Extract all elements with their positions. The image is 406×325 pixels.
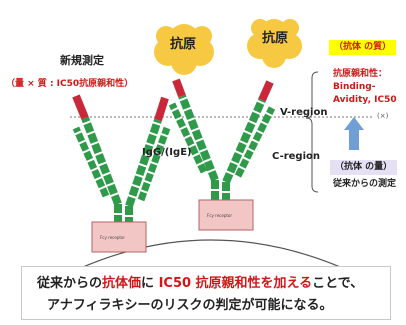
affinity-line-2: Binding- bbox=[333, 82, 376, 92]
affinity-line-1: 抗原親和性： bbox=[333, 69, 388, 79]
up-arrow-icon bbox=[344, 117, 364, 150]
fc-receptor-right bbox=[198, 199, 254, 231]
conclusion-text-e: ことで、 bbox=[312, 276, 364, 291]
fc-receptor-label-right: Fcy receptor bbox=[207, 213, 233, 218]
conclusion-text-a: 従来からの bbox=[37, 276, 103, 291]
quality-tag: （抗体 の質） bbox=[329, 40, 397, 55]
cross-mark-label: (×) bbox=[377, 112, 389, 120]
region-brace bbox=[305, 71, 319, 193]
new-measurement-subtitle: （量 × 質 : IC50抗原親和性） bbox=[6, 79, 134, 89]
antibody-right bbox=[168, 78, 276, 212]
fc-receptor-label-left: Fcy receptor bbox=[100, 235, 126, 240]
antigen-cloud-2 bbox=[247, 19, 302, 68]
antigen-cloud-1 bbox=[154, 24, 214, 75]
igg-label: IgG/(IgE) bbox=[142, 147, 192, 158]
c-region-label: C-region bbox=[272, 151, 321, 162]
antigen-label-1: 抗原 bbox=[170, 37, 197, 52]
conclusion-box: 従来からの抗体価に IC50 抗原親和性を加えることで、 アナフィラキシーのリス… bbox=[21, 266, 391, 320]
conventional-measurement: 従来からの測定 bbox=[333, 179, 397, 189]
new-measurement-title: 新規測定 bbox=[60, 54, 104, 67]
conclusion-line-2: アナフィラキシーのリスクの判定が可能になる。 bbox=[47, 298, 333, 313]
fc-receptor-left bbox=[91, 221, 147, 253]
conclusion-text-c: に bbox=[141, 276, 159, 291]
affinity-line-3: Avidity, IC50 bbox=[333, 95, 397, 105]
quantity-tag: （抗体 の量） bbox=[330, 160, 398, 175]
conclusion-text-b: 抗体価 bbox=[102, 276, 142, 291]
cell-membrane bbox=[45, 239, 379, 286]
v-region-label: V-region bbox=[280, 107, 328, 118]
antigen-label-2: 抗原 bbox=[262, 31, 289, 46]
conclusion-line-1: 従来からの抗体価に IC50 抗原親和性を加えることで、 bbox=[37, 277, 363, 290]
conclusion-text-d: IC50 抗原親和性を加える bbox=[158, 276, 313, 291]
antibody-left bbox=[72, 94, 171, 230]
